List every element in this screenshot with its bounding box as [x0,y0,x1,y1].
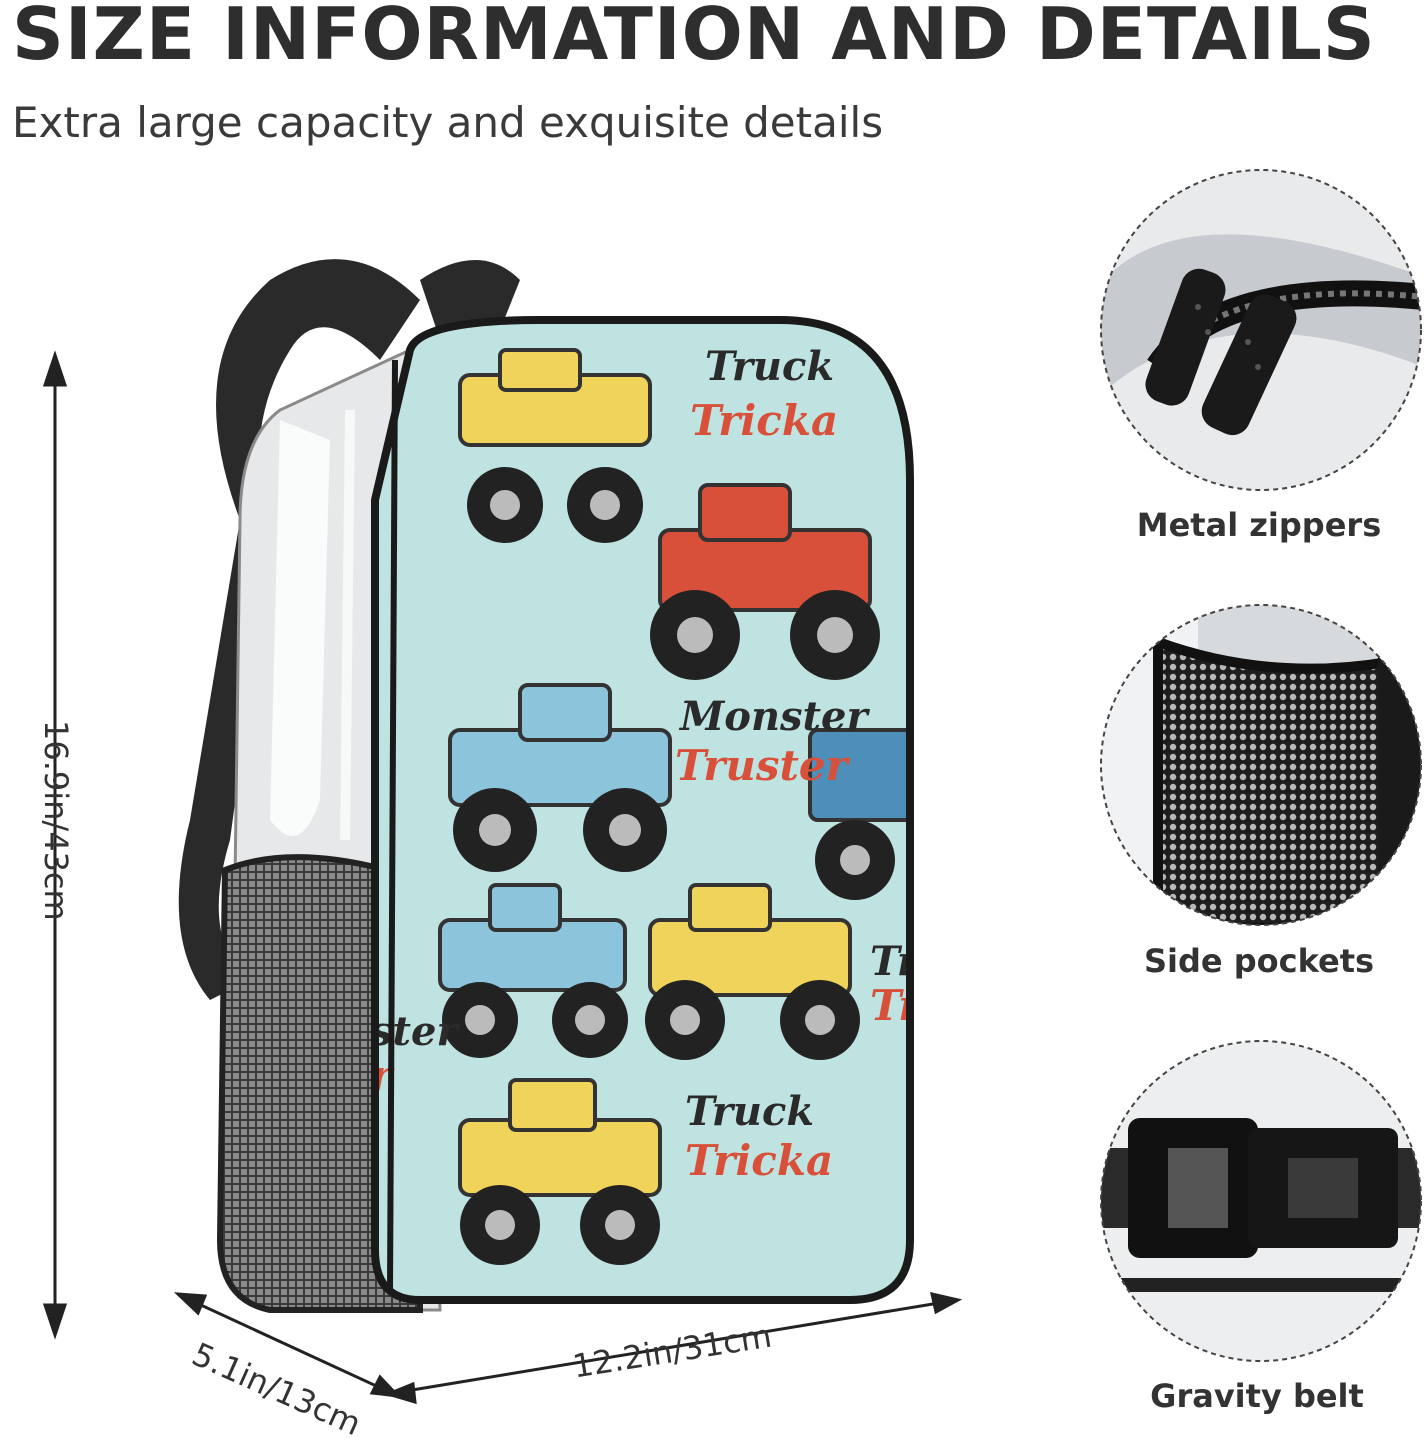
mesh-pocket-icon [1153,634,1393,925]
print-text-2: Tricka [690,396,838,445]
print-text-6: Tricka [685,1136,833,1185]
truck-yellow-lower [645,883,860,1060]
buckle-icon [1128,1118,1398,1258]
left-strap [178,259,420,1001]
truck-blue-lower [438,883,628,1058]
side-pocket-detail [1098,602,1424,928]
print-text-8: Tr [870,981,923,1030]
print-text-5: Truck [685,1088,814,1135]
detail-label-belt: Gravity belt [1150,1377,1364,1415]
gravity-belt-detail [1098,1038,1424,1364]
truck-blue-middle [448,683,672,872]
truck-yellow-top [458,348,652,543]
truck-yellow-bottom [458,1078,662,1265]
page-subtitle: Extra large capacity and exquisite detai… [12,98,884,147]
print-text-1: Truck [705,343,834,390]
detail-label-zippers: Metal zippers [1136,506,1382,544]
print-text-3: Monster [678,693,870,740]
page-title: SIZE INFORMATION AND DETAILS [12,0,1376,76]
print-text-7: Tr [870,938,921,985]
backpack-image: Truck Tricka Monster Truster Truck Trick… [120,240,940,1320]
zipper-detail [1098,167,1424,493]
zipper-icon [1145,268,1297,436]
height-label: 16.9in/43cm [37,720,75,921]
print-text-4: Truster [675,741,851,790]
detail-label-pockets: Side pockets [1143,942,1375,980]
truck-blue-right [808,728,910,900]
truck-red [650,483,880,680]
